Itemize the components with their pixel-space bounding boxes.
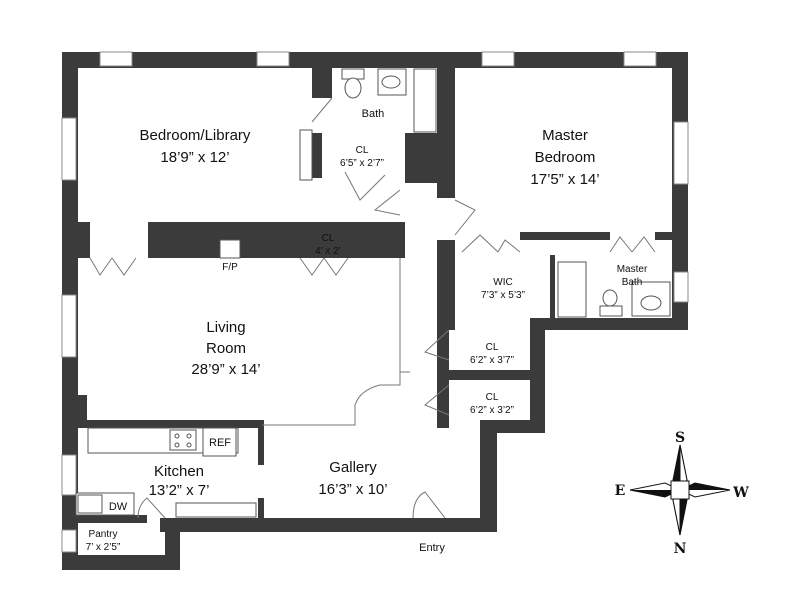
compass-north-label: N xyxy=(674,541,687,557)
gallery-size: 16’3” x 10’ xyxy=(318,481,387,498)
stove xyxy=(169,429,197,451)
fixtures xyxy=(75,68,671,518)
wic-size: 7’3” x 5’3” xyxy=(481,290,525,301)
bedroom-library-label: Bedroom/Library xyxy=(140,127,251,144)
closet-living-size: 4’ x 2’ xyxy=(315,246,341,257)
living-room-label-2: Room xyxy=(206,340,246,357)
kitchen-label: Kitchen xyxy=(154,463,204,480)
fireplace-shape xyxy=(219,239,241,259)
gallery-label: Gallery xyxy=(329,459,377,476)
closet-living-label: CL xyxy=(322,233,335,244)
entry-label: Entry xyxy=(419,542,445,554)
bedroom-library-size: 18’9” x 12’ xyxy=(160,149,229,166)
closet-bath-size: 6’5” x 2’7” xyxy=(340,158,384,169)
compass-west-label: W xyxy=(732,485,749,501)
bathtub xyxy=(413,68,437,133)
bath-label: Bath xyxy=(362,108,385,120)
refrigerator xyxy=(202,427,237,457)
closet-gallery-1-size: 6’2” x 3’7” xyxy=(470,355,514,366)
pantry-size: 7’ x 2’5” xyxy=(86,542,121,553)
wic-label: WIC xyxy=(493,277,512,288)
master-toilet xyxy=(602,289,618,307)
pantry-label: Pantry xyxy=(89,529,118,540)
refrigerator-label: REF xyxy=(209,437,231,449)
compass-south-label: S xyxy=(675,430,685,446)
compass-rose: S N E W xyxy=(615,430,749,557)
windows xyxy=(61,51,689,553)
master-bedroom-label-1: Master xyxy=(542,127,588,144)
fireplace-label: F/P xyxy=(222,262,238,273)
kitchen-counter-2 xyxy=(175,502,257,518)
closet-shelf xyxy=(299,129,313,181)
master-bath-label-1: Master xyxy=(617,264,648,275)
walls xyxy=(62,52,688,570)
dishwasher-label: DW xyxy=(109,501,128,513)
closet-gallery-2-label: CL xyxy=(486,392,499,403)
compass-east-label: E xyxy=(615,483,626,499)
master-bathtub xyxy=(557,261,587,318)
room-labels: Bedroom/Library 18’9” x 12’ Master Bedro… xyxy=(86,108,648,554)
doors xyxy=(89,97,656,519)
master-bedroom-size: 17’5” x 14’ xyxy=(530,171,599,188)
master-bath-label-2: Bath xyxy=(622,277,643,288)
living-room-label-1: Living xyxy=(206,319,245,336)
master-bedroom-label-2: Bedroom xyxy=(535,149,596,166)
kitchen-size: 13’2” x 7’ xyxy=(149,482,210,499)
closet-bath-label: CL xyxy=(356,145,369,156)
living-room-size: 28’9” x 14’ xyxy=(191,361,260,378)
toilet xyxy=(344,77,362,99)
closet-gallery-1-label: CL xyxy=(486,342,499,353)
closet-gallery-2-size: 6’2” x 3’2” xyxy=(470,405,514,416)
